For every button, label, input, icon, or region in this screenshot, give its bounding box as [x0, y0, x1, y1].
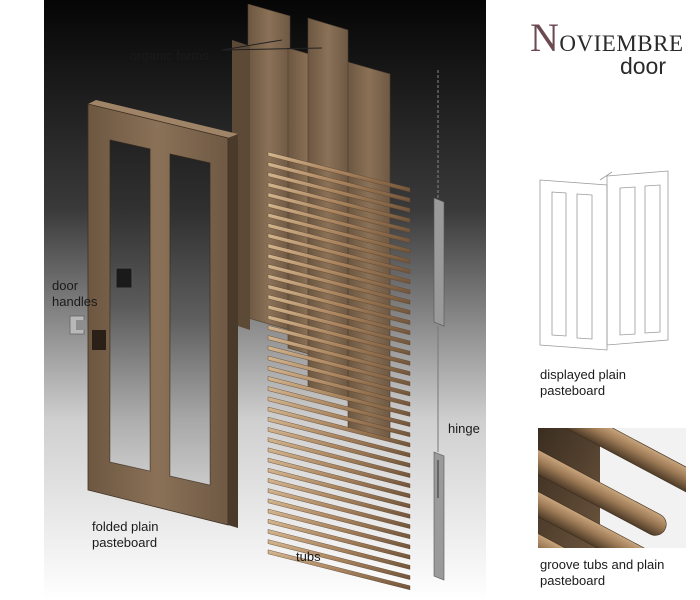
- tub-slat: [267, 274, 411, 315]
- displayed-panel-left: [539, 179, 608, 351]
- tub-slat: [267, 406, 411, 448]
- tub-slat: [267, 365, 411, 407]
- door-handle: [69, 315, 86, 335]
- tub-slat: [267, 508, 411, 550]
- tub-slat: [267, 386, 411, 427]
- label-door-handles-1: door: [52, 278, 79, 293]
- tub-slat: [267, 467, 411, 509]
- displayed-slot-2: [576, 193, 593, 340]
- label-door-handles-2: handles: [52, 294, 98, 309]
- tub-slat: [267, 549, 411, 591]
- title-line2: door: [619, 53, 666, 79]
- leader-organic-1: [221, 39, 283, 51]
- tub-slat: [267, 202, 411, 244]
- title-initial: N: [530, 15, 560, 60]
- tub-slat: [267, 161, 411, 203]
- label-groove-2: pasteboard: [540, 573, 606, 588]
- tub-slat: [267, 396, 411, 438]
- tub-slat: [267, 345, 411, 387]
- detail-tub: [553, 428, 686, 496]
- tub-slat: [267, 263, 411, 305]
- leader-lines: [221, 39, 323, 51]
- title-rest: OVIEMBRE: [559, 31, 684, 56]
- tub-slat: [267, 212, 411, 254]
- tub-slat: [267, 355, 411, 397]
- tub-slat: [267, 488, 411, 529]
- label-folded-1: folded plain: [92, 519, 159, 534]
- tub-slat: [267, 233, 411, 274]
- label-tubs: tubs: [296, 549, 321, 564]
- tub-slat: [267, 376, 411, 417]
- door-handle-lever: [76, 320, 86, 330]
- tub-slat: [267, 182, 411, 223]
- tub-slat: [267, 253, 411, 295]
- label-displayed-1: displayed plain: [540, 367, 627, 382]
- frame-window-right: [170, 154, 210, 485]
- label-hinge: hinge: [448, 421, 480, 436]
- hinge-leaf-bottom: [433, 451, 445, 581]
- displayed-pasteboard-drawing: [539, 170, 669, 351]
- handle-shadow: [92, 330, 106, 350]
- label-organic-forms: organic forms: [130, 48, 209, 63]
- tub-slat: [267, 447, 411, 489]
- displayed-panel-right: [606, 170, 669, 346]
- title-line1: NOVIEMBRE: [530, 14, 684, 61]
- tub-slat: [267, 518, 411, 560]
- tub-slat: [267, 539, 411, 580]
- tub-slat: [267, 335, 411, 376]
- tub-slat: [267, 325, 411, 366]
- hinge-leaf-top: [433, 197, 445, 327]
- tub-slat: [267, 314, 411, 356]
- frame-top-edge: [88, 100, 238, 138]
- tub-slat: [267, 172, 411, 213]
- label-folded-2: pasteboard: [92, 535, 158, 550]
- tubs-group: [267, 151, 411, 591]
- tub-slat: [267, 478, 411, 519]
- tub-slat: [267, 427, 411, 468]
- tub-slat: [267, 457, 411, 499]
- displayed-fold: [599, 171, 613, 181]
- tub-slat: [267, 223, 411, 264]
- detail-tub: [538, 443, 667, 536]
- hinge: [433, 70, 445, 581]
- leader-organic-2: [221, 47, 323, 51]
- tub-slat: [267, 243, 411, 285]
- tub-slat: [267, 416, 411, 458]
- handle-plate: [115, 267, 133, 289]
- tub-slat: [267, 284, 411, 325]
- tub-slat: [267, 192, 411, 234]
- displayed-slot-1: [551, 191, 567, 337]
- tub-slat: [267, 151, 411, 193]
- tub-slat: [267, 304, 411, 346]
- tub-slat: [267, 498, 411, 540]
- label-displayed-2: pasteboard: [540, 383, 606, 398]
- displayed-slot-3: [619, 186, 636, 336]
- frame-side-edge: [228, 134, 238, 528]
- tub-slat: [267, 294, 411, 336]
- tub-slat: [267, 437, 411, 478]
- frame-window-left: [110, 140, 150, 471]
- folded-pasteboard-frame: [87, 100, 238, 528]
- page-title: NOVIEMBRE door: [530, 14, 684, 80]
- tub-slat: [267, 529, 411, 570]
- detail-tub: [538, 485, 667, 548]
- groove-tubs-detail: [538, 428, 686, 548]
- displayed-slot-4: [644, 184, 661, 334]
- label-groove-1: groove tubs and plain: [540, 557, 665, 572]
